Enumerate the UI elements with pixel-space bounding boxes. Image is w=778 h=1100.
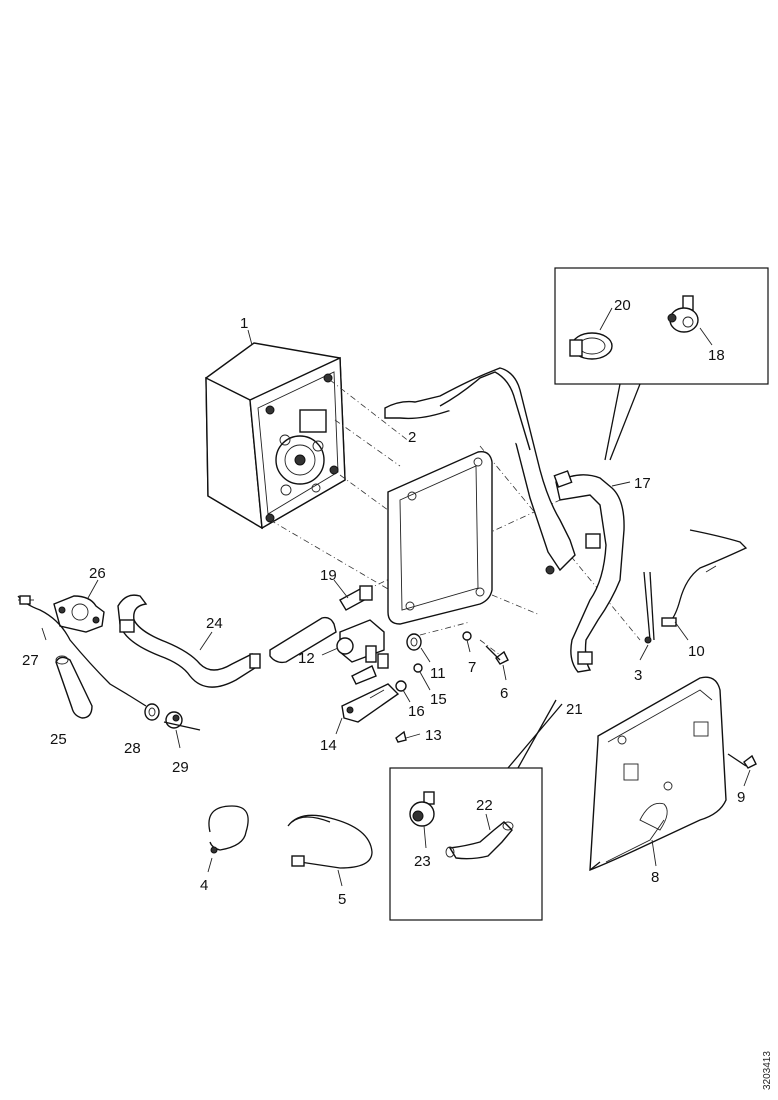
callout-17: 17 (634, 475, 651, 492)
part-1-heater-unit (205, 342, 346, 530)
callout-13: 13 (425, 727, 442, 744)
part-4-clamp (208, 805, 249, 854)
part-22-hose (445, 821, 514, 860)
callout-5: 5 (338, 891, 346, 908)
callout-29: 29 (172, 759, 189, 776)
inset-box-top (554, 267, 769, 461)
part-20-hose-clamp (569, 332, 613, 360)
part-29-clip (163, 711, 201, 731)
callout-4: 4 (200, 877, 208, 894)
part-14-bracket (341, 683, 400, 723)
callout-25: 25 (50, 731, 67, 748)
callout-1: 1 (240, 315, 248, 332)
part-26-pump (53, 595, 105, 633)
part-3-rod (643, 571, 655, 644)
callout-19: 19 (320, 567, 337, 584)
callout-6: 6 (500, 685, 508, 702)
part-5-band (287, 814, 373, 869)
callout-15: 15 (430, 691, 447, 708)
callout-28: 28 (124, 740, 141, 757)
part-18-connector (667, 295, 699, 333)
part-23-connector (409, 791, 435, 827)
callout-8: 8 (651, 869, 659, 886)
reference-code: 3203413 (762, 1051, 773, 1090)
part-9-screw (727, 753, 757, 769)
callout-23: 23 (414, 853, 431, 870)
part-25-sleeve (55, 655, 93, 719)
part-2-gasket (387, 451, 493, 625)
part-8-cover (589, 676, 727, 872)
fasteners (395, 631, 509, 743)
inset-box-bottom (389, 699, 563, 921)
callout-22: 22 (476, 797, 493, 814)
callout-20: 20 (614, 297, 631, 314)
callout-27: 27 (22, 652, 39, 669)
callout-12: 12 (298, 650, 315, 667)
part-19-fitting (339, 585, 373, 611)
part-24-hose (117, 594, 261, 688)
callout-14: 14 (320, 737, 337, 754)
callout-3: 3 (634, 667, 642, 684)
hose-sleeve (269, 616, 337, 664)
part-10-cable (661, 529, 748, 627)
part-27-wiring (17, 595, 147, 707)
part-28-grommet (144, 703, 160, 721)
callout-10: 10 (688, 643, 705, 660)
callout-labels: 1 2 3 4 5 6 7 8 9 10 11 12 13 14 15 16 1… (22, 297, 745, 908)
callout-26: 26 (89, 565, 106, 582)
hose-assembly-17 (384, 367, 625, 673)
callout-21: 21 (566, 701, 583, 718)
callout-2: 2 (408, 429, 416, 446)
callout-11: 11 (430, 665, 446, 682)
callout-9: 9 (737, 789, 745, 806)
part-12-valve (336, 619, 389, 685)
callout-7: 7 (468, 659, 476, 676)
callout-18: 18 (708, 347, 725, 364)
callout-16: 16 (408, 703, 425, 720)
callout-24: 24 (206, 615, 223, 632)
